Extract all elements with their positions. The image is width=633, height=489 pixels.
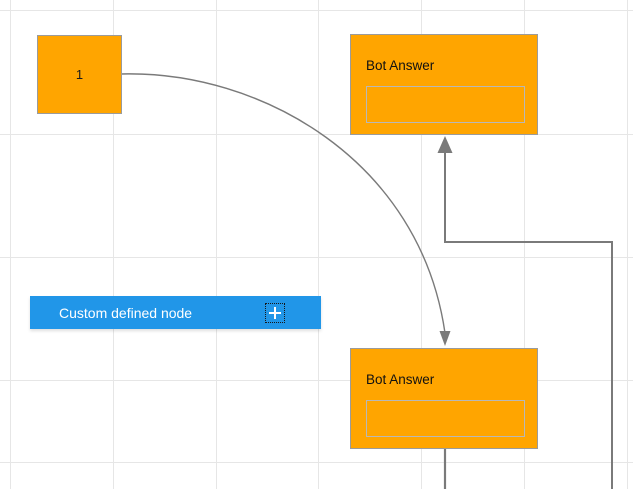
node-simple-1[interactable]: 1 — [37, 35, 122, 114]
custom-defined-node-button[interactable]: Custom defined node — [30, 296, 321, 329]
node-bot-answer-bottom[interactable]: Bot Answer — [350, 348, 538, 449]
connector-curved-node1-to-bot-answer-bottom[interactable] — [120, 73, 451, 346]
node-answer-slot[interactable] — [366, 86, 525, 123]
node-bot-answer-top[interactable]: Bot Answer — [350, 34, 538, 135]
plus-icon[interactable] — [265, 302, 285, 323]
node-title: Bot Answer — [366, 372, 435, 387]
custom-defined-node-label: Custom defined node — [59, 304, 193, 321]
node-answer-slot[interactable] — [366, 400, 525, 437]
connector-orthogonal-bot-answer-loop[interactable] — [437, 136, 613, 489]
node-label: 1 — [75, 67, 84, 82]
node-title: Bot Answer — [366, 58, 435, 73]
